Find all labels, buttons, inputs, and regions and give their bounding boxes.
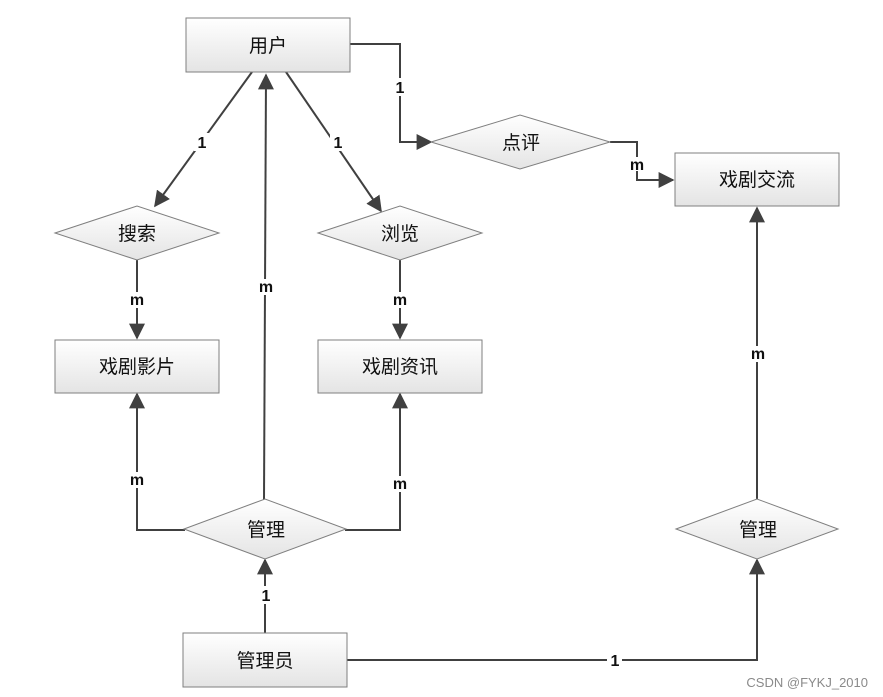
- watermark: CSDN @FYKJ_2010: [746, 675, 868, 690]
- entity-drama-exchange: 戏剧交流: [674, 152, 840, 207]
- cardinality-user-browse: 1: [334, 135, 343, 152]
- relationship-comment: 点评: [429, 114, 612, 170]
- cardinality-manage-film: m: [130, 472, 144, 489]
- entity-drama-film-label: 戏剧影片: [99, 356, 175, 378]
- cardinality-manage-user: m: [259, 279, 273, 296]
- entity-admin: 管理员: [182, 632, 348, 688]
- entity-admin-label: 管理员: [236, 650, 293, 672]
- edge-manage-news: [345, 392, 408, 531]
- cardinality-browse-news: m: [393, 292, 407, 309]
- edge-admin-manage-right: [347, 558, 765, 661]
- entity-user: 用户: [185, 17, 351, 73]
- relationship-browse: 浏览: [316, 205, 484, 261]
- cardinality-user-comment: 1: [396, 80, 405, 97]
- cardinality-manage-news: m: [393, 476, 407, 493]
- cardinality-search-film: m: [130, 292, 144, 309]
- cardinality-user-search: 1: [198, 135, 207, 152]
- entity-drama-film: 戏剧影片: [54, 339, 220, 394]
- edge-manage-film: [129, 392, 185, 531]
- relationship-manage-right-label: 管理: [739, 519, 777, 541]
- relationship-manage-left: 管理: [182, 498, 348, 560]
- relationship-search: 搜索: [53, 205, 221, 261]
- entity-drama-news-label: 戏剧资讯: [362, 356, 438, 378]
- relationship-manage-right: 管理: [674, 498, 840, 560]
- cardinality-admin-manage: 1: [262, 588, 271, 605]
- cardinality-manage-exchange: m: [751, 346, 765, 363]
- relationship-search-label: 搜索: [118, 223, 156, 245]
- entity-drama-exchange-label: 戏剧交流: [719, 169, 795, 191]
- cardinality-admin-manage-right: 1: [611, 653, 620, 670]
- cardinality-comment-exchange: m: [630, 157, 644, 174]
- entity-user-label: 用户: [249, 35, 287, 57]
- relationship-comment-label: 点评: [502, 132, 540, 154]
- relationship-manage-left-label: 管理: [247, 519, 285, 541]
- relationship-browse-label: 浏览: [381, 223, 419, 245]
- cardinality-labels: 1 1 1 m m m m m m 1 m 1: [128, 78, 768, 670]
- edge-user-comment: [350, 43, 433, 150]
- entity-drama-news: 戏剧资讯: [317, 339, 483, 394]
